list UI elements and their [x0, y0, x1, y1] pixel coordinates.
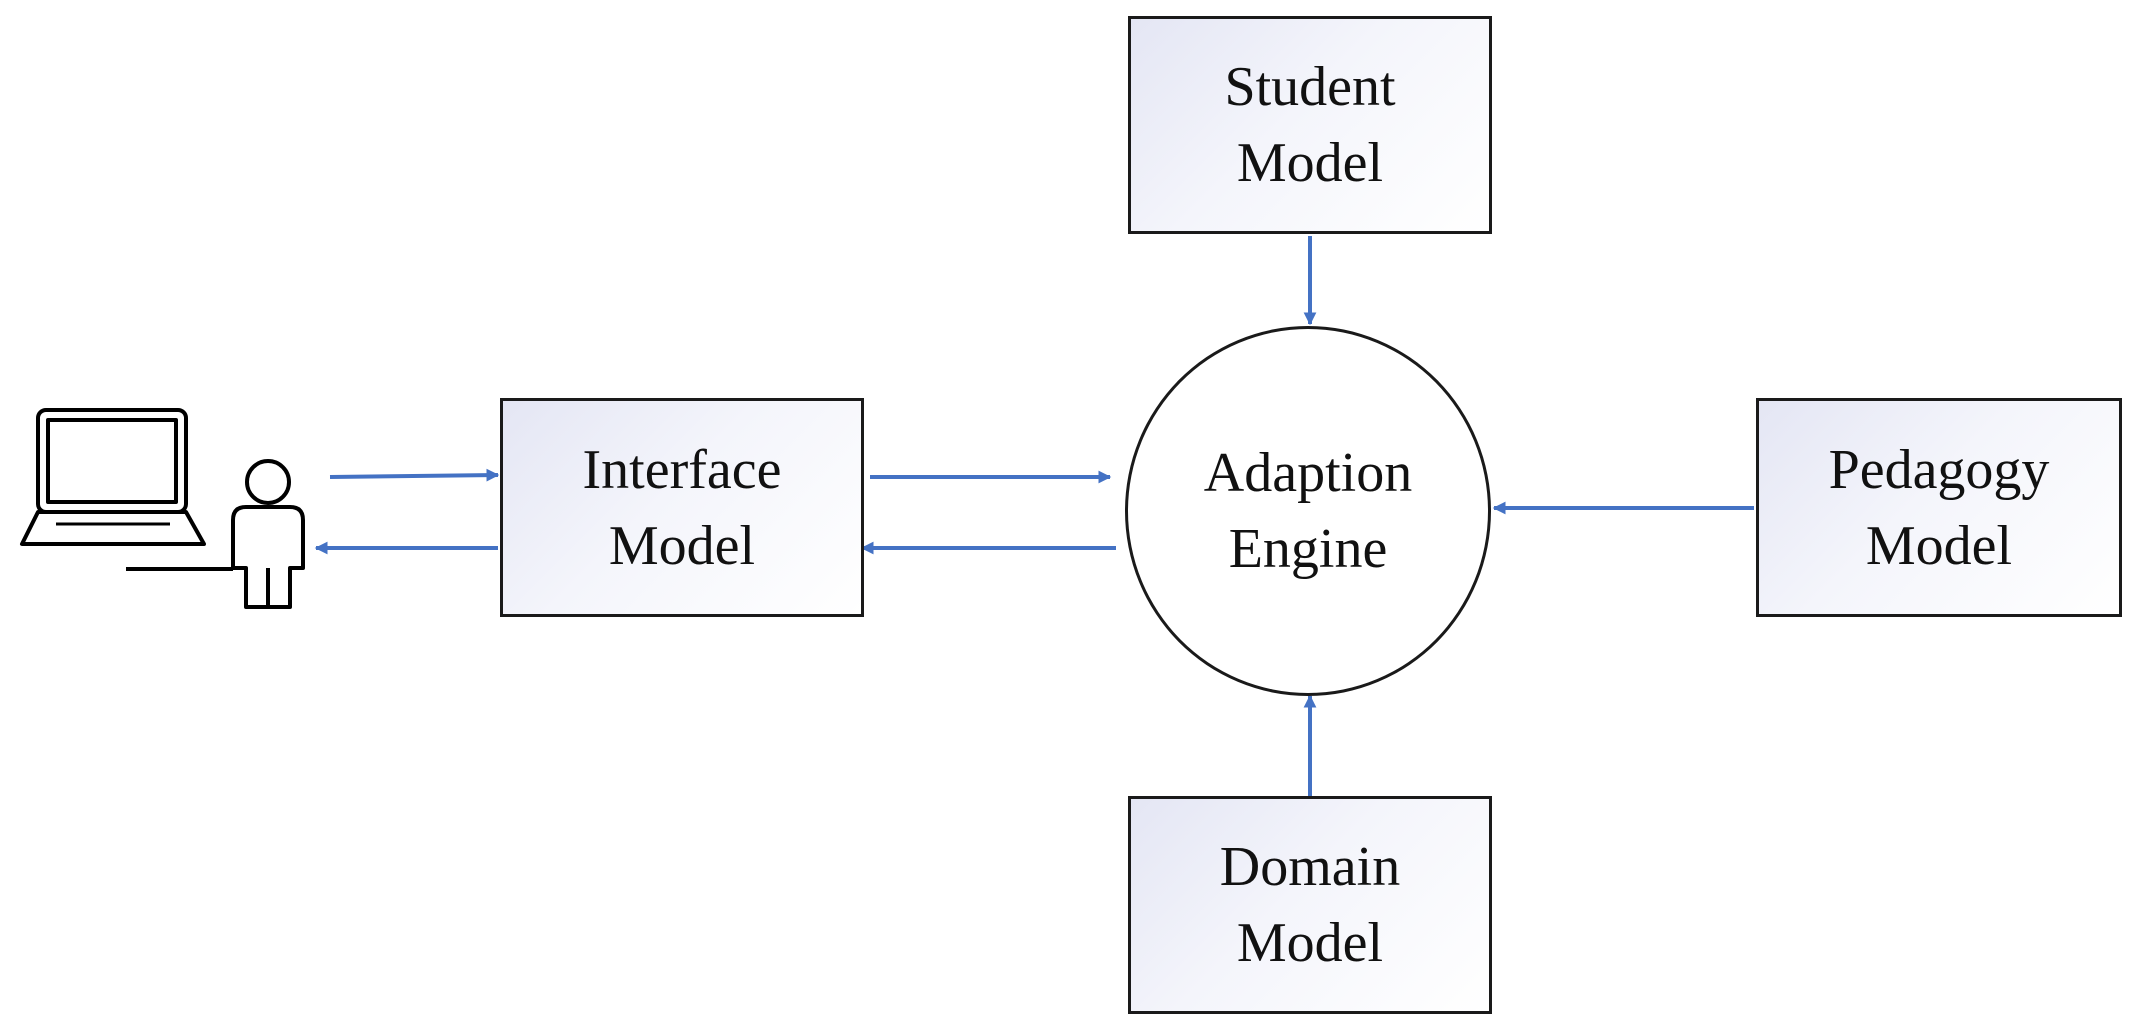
domain-model-box: Domain Model	[1128, 796, 1492, 1014]
student-model-box: Student Model	[1128, 16, 1492, 234]
interface-model-label-line2: Model	[608, 514, 756, 577]
adaption-engine-label-line1: Adaption	[1203, 442, 1413, 504]
pedagogy-model-label-line1: Pedagogy	[1828, 438, 2050, 501]
pedagogy-model-label-line2: Model	[1865, 514, 2013, 577]
domain-model-label-line1: Domain	[1219, 836, 1401, 898]
pedagogy-model-box: Pedagogy Model	[1756, 398, 2122, 617]
student-model-label-line2: Model	[1236, 132, 1384, 194]
interface-model-box: Interface Model	[500, 398, 864, 617]
adaption-engine-node: Adaption Engine	[1125, 326, 1491, 696]
edge-user-to-interface-model	[329, 468, 500, 482]
laptop-icon	[20, 408, 206, 546]
student-model-label-line1: Student	[1224, 56, 1396, 118]
interface-model-label-line1: Interface	[582, 438, 782, 501]
domain-model-label-line2: Model	[1236, 912, 1384, 974]
person-icon	[126, 459, 305, 609]
adaption-engine-label-line2: Engine	[1228, 518, 1388, 580]
